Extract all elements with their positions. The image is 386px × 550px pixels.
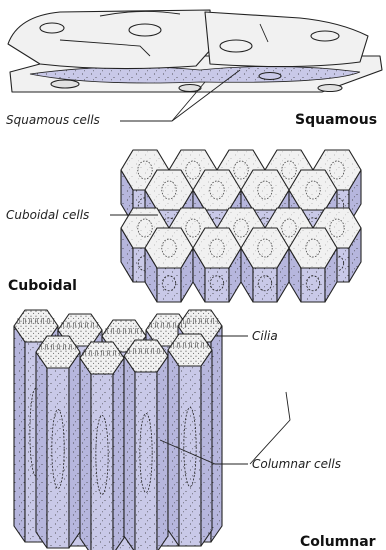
squamous-title: Squamous bbox=[295, 112, 377, 128]
columnar-title: Columnar bbox=[300, 534, 376, 550]
squamous-cells-label: Squamous cells bbox=[6, 113, 100, 127]
cuboidal-cell-part-153 bbox=[205, 268, 229, 302]
columnar-illustration bbox=[14, 310, 222, 550]
cuboidal-cells-label: Cuboidal cells bbox=[6, 208, 89, 222]
cuboidal-illustration bbox=[121, 150, 361, 302]
columnar-cells-label: Columnar cells bbox=[252, 457, 341, 471]
columnar-cell-part-1 bbox=[14, 326, 25, 542]
columnar-cell-part-66 bbox=[135, 372, 157, 550]
columnar-cell-part-46 bbox=[36, 352, 47, 548]
cuboidal-cell-part-163 bbox=[253, 268, 277, 302]
columnar-cell-part-55 bbox=[80, 358, 91, 550]
columnar-cell-part-50 bbox=[69, 352, 80, 548]
columnar-cell-part-64 bbox=[124, 356, 135, 550]
columnar-cell-part-77 bbox=[201, 350, 212, 546]
cilia-label: Cilia bbox=[252, 329, 278, 343]
columnar-cell-part-41 bbox=[211, 326, 222, 542]
columnar-cell-part-59 bbox=[113, 358, 124, 550]
columnar-cell-part-48 bbox=[47, 368, 69, 548]
columnar-cell-part-57 bbox=[91, 374, 113, 550]
cuboidal-cell-part-143 bbox=[157, 268, 181, 302]
squamous-illustration bbox=[8, 10, 382, 121]
columnar-cell-part-68 bbox=[157, 356, 168, 550]
cuboidal-cell-part-173 bbox=[301, 268, 325, 302]
cuboidal-title: Cuboidal bbox=[8, 278, 77, 294]
